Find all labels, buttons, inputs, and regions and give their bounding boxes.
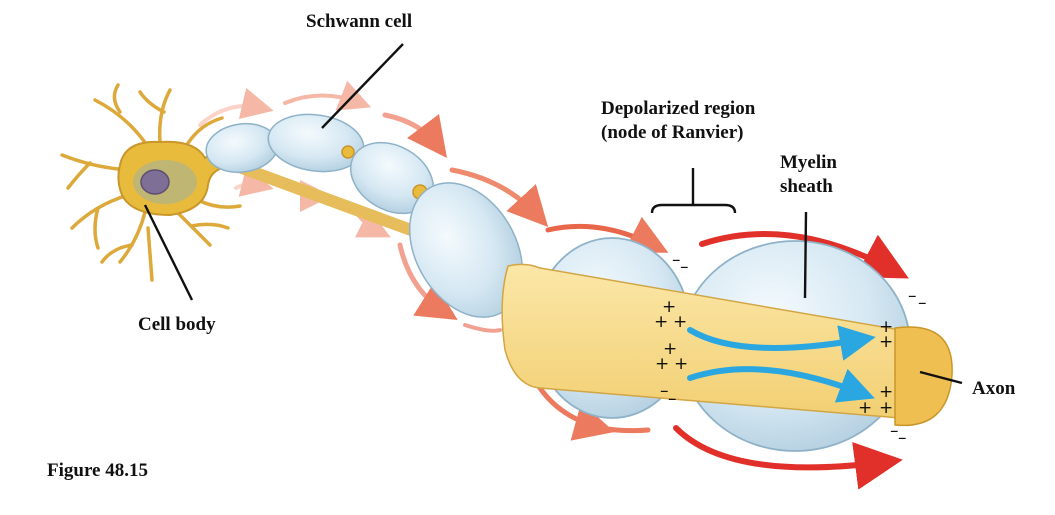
plus-sign: + xyxy=(879,317,893,337)
label-depolarized-line1: Depolarized region xyxy=(601,98,756,119)
label-pointer-lines xyxy=(143,43,963,385)
plus-sign: + xyxy=(662,297,676,317)
schwann-cell-shape xyxy=(205,113,524,318)
minus-sign: – xyxy=(680,257,689,277)
label-depolarized-line2: (node of Ranvier) xyxy=(601,122,744,144)
red-impulse-arrow xyxy=(673,231,909,490)
plus-sign: + xyxy=(879,398,893,418)
plus-sign: + xyxy=(858,398,872,418)
axon-core xyxy=(501,263,953,427)
minus-sign: – xyxy=(898,428,907,448)
minus-sign: – xyxy=(672,250,681,270)
plus-sign: + xyxy=(663,339,677,359)
figure-caption: Figure 48.15 xyxy=(47,460,148,481)
minus-sign: – xyxy=(660,381,669,401)
label-myelin-line2: sheath xyxy=(780,176,833,198)
minus-sign: – xyxy=(668,389,677,409)
plus-sign: + xyxy=(654,312,668,332)
plus-sign: + xyxy=(655,354,669,374)
charge-signs: – – + + + + + + – – – – + + + + + – – xyxy=(654,250,927,448)
minus-sign: – xyxy=(908,286,917,306)
plus-sign: + xyxy=(673,312,687,332)
plus-sign: + xyxy=(674,354,688,374)
label-depolarized-region: Depolarized region (node of Ranvier) xyxy=(601,97,755,146)
plus-sign: + xyxy=(879,332,893,352)
label-myelin-line1: Myelin xyxy=(780,152,837,173)
minus-sign: – xyxy=(890,421,899,441)
minus-sign: – xyxy=(918,293,927,313)
label-cell-body: Cell body xyxy=(138,314,216,335)
cell-body-shape xyxy=(60,83,242,282)
label-schwann-cell: Schwann cell xyxy=(306,11,413,32)
label-axon: Axon xyxy=(972,378,1016,399)
label-myelin-sheath: Myelin sheath xyxy=(780,151,837,200)
plus-sign: + xyxy=(879,382,893,402)
blue-current-arrow xyxy=(687,325,876,403)
